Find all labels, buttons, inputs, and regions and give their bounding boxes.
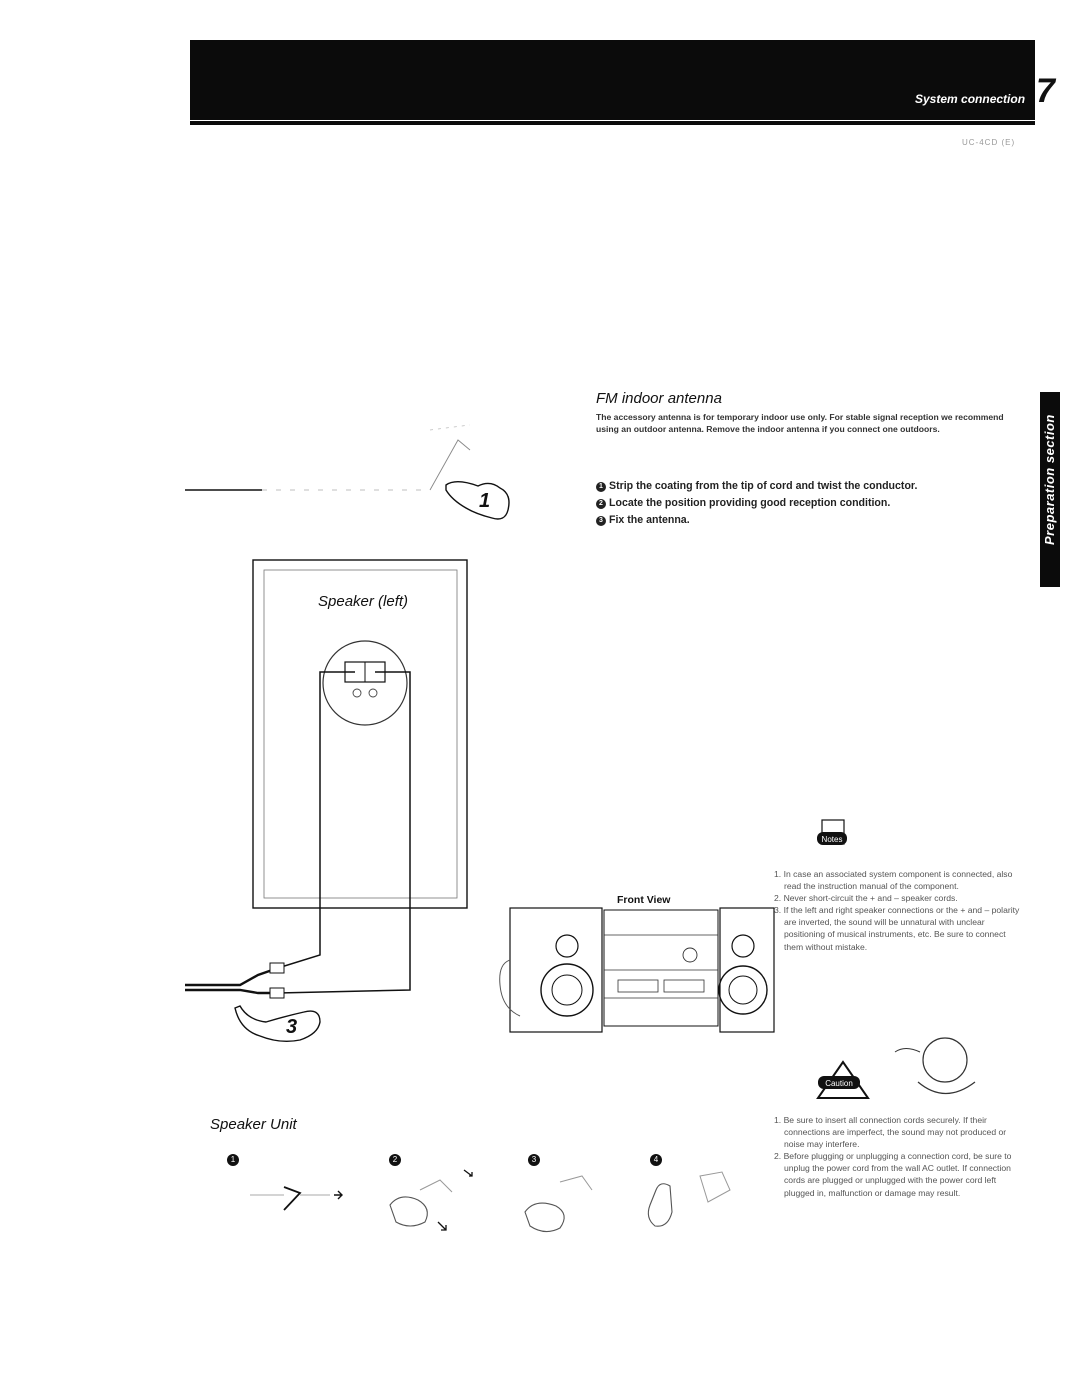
header-rule xyxy=(190,121,1035,125)
note-item: 2. Never short-circuit the + and – speak… xyxy=(774,893,958,904)
speaker-unit-heading: Speaker Unit xyxy=(210,1116,297,1133)
antenna-element xyxy=(429,439,471,491)
fm-step-text: Strip the coating from the tip of cord a… xyxy=(609,480,918,492)
caution-item: 2. Before plugging or unplugging a conne… xyxy=(774,1151,1012,1198)
stereo-system-front-view xyxy=(499,907,775,1033)
callout-number-1: 1 xyxy=(479,490,491,512)
fm-antenna-description: The accessory antenna is for temporary i… xyxy=(596,412,1004,434)
step-number-badge: 2 xyxy=(596,499,606,509)
fm-step-text: Fix the antenna. xyxy=(609,514,690,526)
header-title: System connection xyxy=(915,92,1026,106)
header-bar xyxy=(190,40,1035,120)
note-item: 1. In case an associated system componen… xyxy=(774,869,1013,892)
front-view-label: Front View xyxy=(617,894,671,906)
callout-number-3: 3 xyxy=(286,1016,298,1038)
speaker-cord-minus xyxy=(277,671,411,994)
caution-icon: Caution xyxy=(816,1060,870,1099)
character-illustration xyxy=(894,1037,976,1094)
hand-callout-1 xyxy=(445,481,510,520)
speaker-unit-step-badge: 1 xyxy=(227,1154,239,1166)
speaker-cabinet xyxy=(252,559,468,909)
notes-list: 1. In case an associated system componen… xyxy=(774,868,1024,953)
speaker-unit-step-1-drawing xyxy=(250,1186,343,1211)
speaker-cord-plus xyxy=(277,671,355,969)
speaker-unit-step-badge: 3 xyxy=(528,1154,540,1166)
note-item: 3. If the left and right speaker connect… xyxy=(774,905,1020,952)
speaker-unit-step-4-drawing xyxy=(647,1171,731,1227)
hand-callout-3 xyxy=(234,1005,321,1043)
page-code: UC-4CD (E) xyxy=(962,138,1016,147)
speaker-unit-step-3-drawing xyxy=(463,1169,593,1233)
speaker-terminal-plate xyxy=(322,640,408,726)
notes-icon: Notes xyxy=(817,819,847,845)
speaker-unit-step-badge: 2 xyxy=(389,1154,401,1166)
step-number-badge: 3 xyxy=(596,516,606,526)
step-number-badge: 1 xyxy=(596,482,606,492)
speaker-unit-step-2-drawing xyxy=(389,1179,453,1231)
notes-badge-text: Notes xyxy=(822,835,843,844)
caution-badge-text: Caution xyxy=(825,1079,853,1088)
page-number: 7 xyxy=(1036,72,1055,110)
fm-step-text: Locate the position providing good recep… xyxy=(609,497,891,509)
fm-antenna-heading: FM indoor antenna xyxy=(596,390,722,407)
caution-item: 1. Be sure to insert all connection cord… xyxy=(774,1115,1007,1150)
speaker-left-label: Speaker (left) xyxy=(318,593,409,610)
speaker-unit-step-badge: 4 xyxy=(650,1154,662,1166)
side-tab xyxy=(1040,392,1060,587)
caution-list: 1. Be sure to insert all connection cord… xyxy=(774,1114,1024,1199)
